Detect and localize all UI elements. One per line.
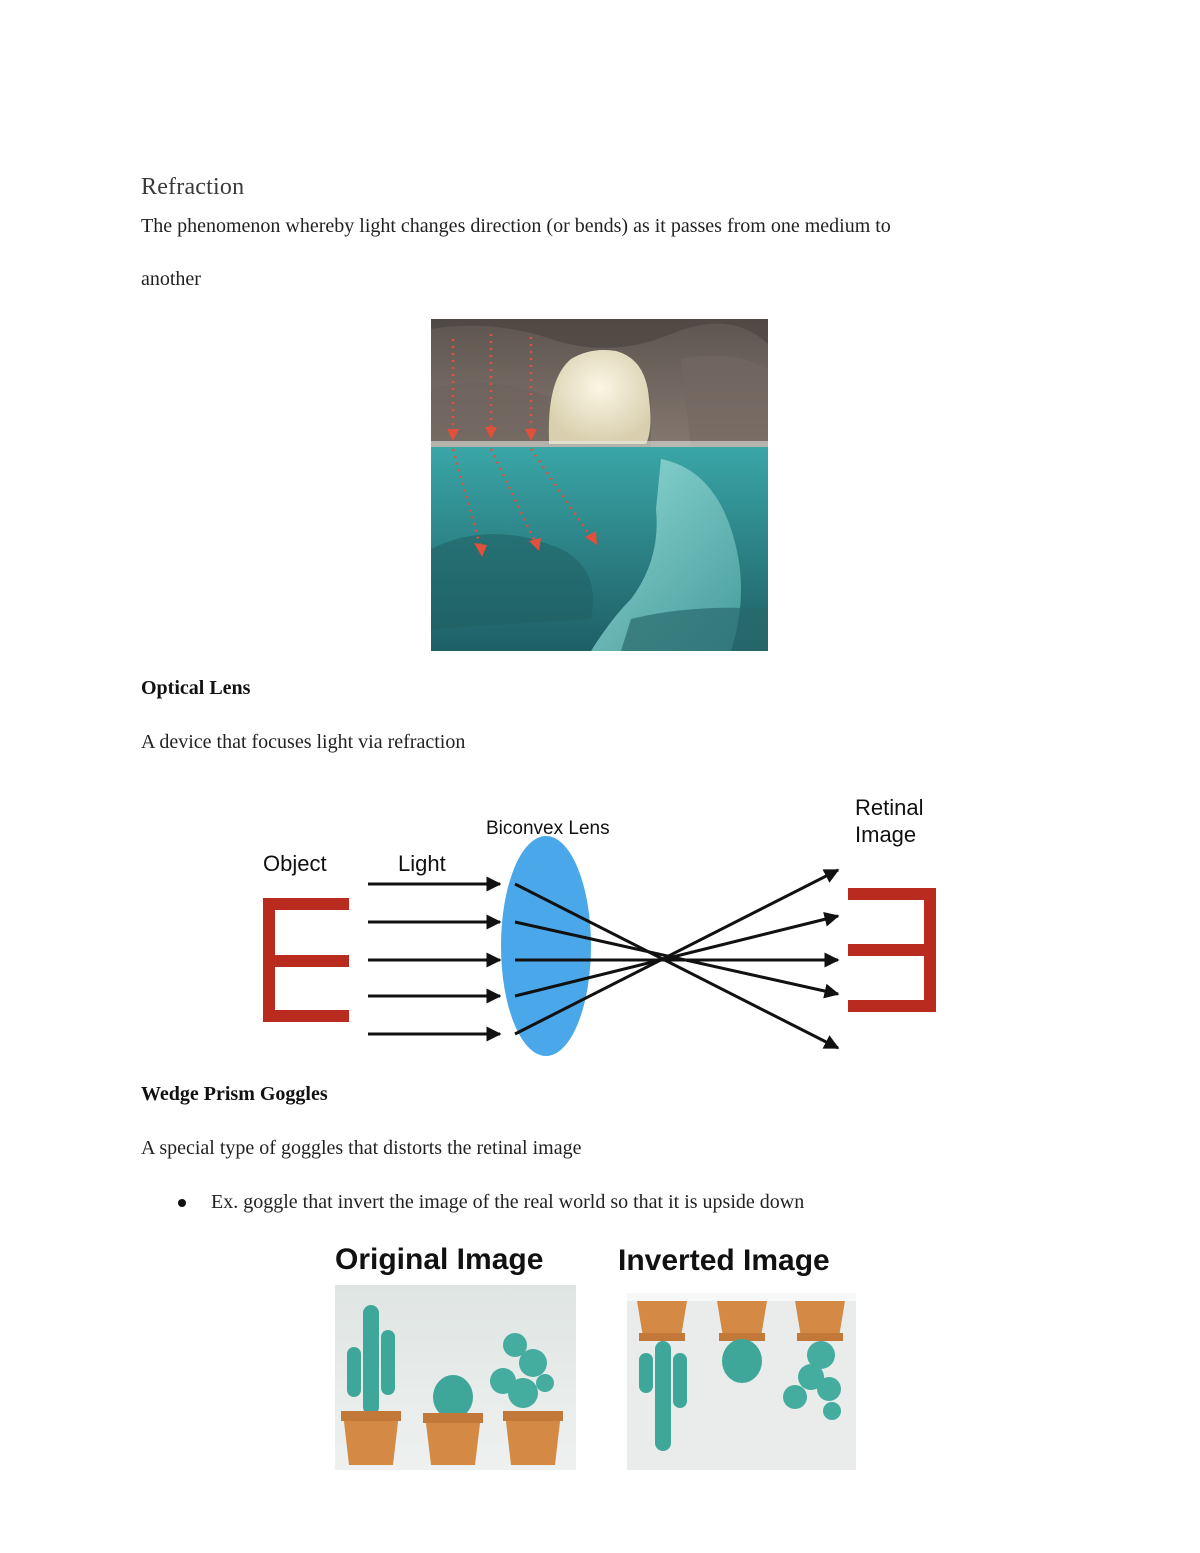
object-letter-e xyxy=(263,898,349,1022)
refracted-light-rays xyxy=(514,868,840,1050)
polar-bear-refraction-image xyxy=(431,319,768,651)
original-cactus-image xyxy=(335,1285,576,1470)
wedge-prism-title: Wedge Prism Goggles xyxy=(141,1083,328,1105)
refraction-definition-line1: The phenomenon whereby light changes dir… xyxy=(141,215,891,237)
optical-lens-title: Optical Lens xyxy=(141,677,251,699)
refraction-definition-line2: another xyxy=(141,268,201,290)
retinal-letter-e-flipped xyxy=(848,888,936,1012)
biconvex-lens-diagram: Object Light Biconvex Lens Retinal Image xyxy=(250,788,950,1063)
biconvex-lens xyxy=(501,836,591,1056)
retinal-label-line1: Retinal xyxy=(855,795,923,820)
original-image-caption: Original Image xyxy=(335,1243,544,1276)
light-label: Light xyxy=(398,851,446,876)
inverted-image-caption: Inverted Image xyxy=(618,1244,830,1277)
refraction-title: Refraction xyxy=(141,174,245,200)
retinal-label-line2: Image xyxy=(855,822,916,847)
object-label: Object xyxy=(263,851,327,876)
wedge-prism-bullet: Ex. goggle that invert the image of the … xyxy=(211,1191,805,1213)
wedge-prism-definition: A special type of goggles that distorts … xyxy=(141,1137,582,1159)
incoming-light-rays xyxy=(368,876,502,1042)
inverted-cactus-image xyxy=(627,1293,856,1470)
bullet-dot xyxy=(178,1199,186,1207)
lens-label: Biconvex Lens xyxy=(486,818,610,839)
optical-lens-definition: A device that focuses light via refracti… xyxy=(141,731,466,753)
